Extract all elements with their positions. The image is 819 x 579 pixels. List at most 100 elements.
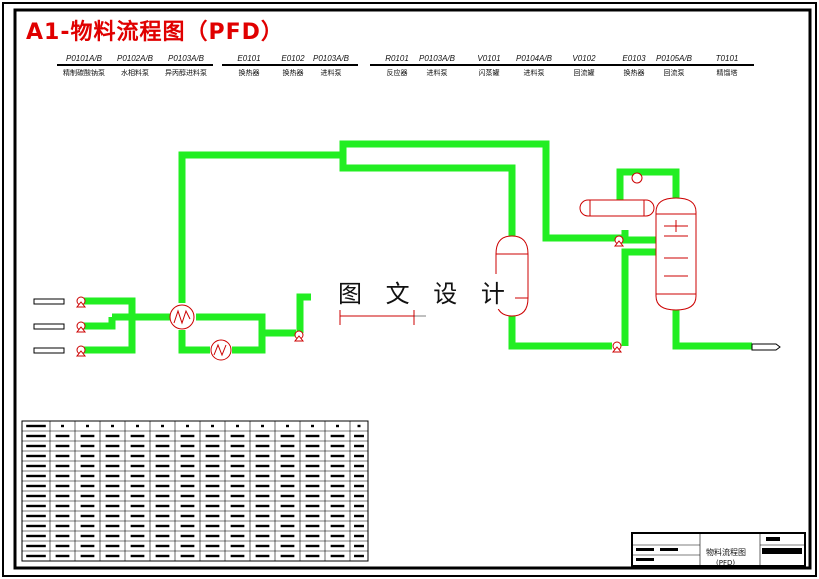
equipment-tag: E0103	[622, 54, 646, 63]
table-cell-mark	[280, 544, 295, 548]
table-cell-mark	[105, 534, 120, 538]
table-cell-mark	[180, 444, 195, 448]
table-cell-mark	[230, 504, 245, 508]
equipment-underline	[647, 64, 701, 66]
table-cell-mark	[354, 524, 364, 528]
title-block-sub: (PFD)	[716, 559, 736, 567]
table-cell-mark	[105, 554, 120, 558]
table-cell-mark	[330, 534, 345, 538]
table-cell-mark	[255, 494, 270, 498]
table-cell-mark	[80, 454, 95, 458]
table-cell-mark	[26, 514, 46, 518]
table-cell-mark	[180, 554, 195, 558]
equipment-name: 异丙醇进料泵	[165, 69, 207, 77]
table-cell-mark	[286, 424, 289, 428]
table-cell-mark	[61, 424, 64, 428]
table-cell-mark	[261, 424, 264, 428]
table-cell-mark	[105, 444, 120, 448]
table-cell-mark	[180, 494, 195, 498]
table-cell-mark	[305, 474, 320, 478]
table-cell-mark	[205, 494, 220, 498]
table-cell-mark	[205, 514, 220, 518]
table-cell-mark	[136, 424, 139, 428]
table-cell-mark	[155, 494, 170, 498]
table-cell-mark	[305, 514, 320, 518]
equipment-underline	[266, 64, 320, 66]
table-cell-mark	[230, 474, 245, 478]
table-cell-mark	[305, 534, 320, 538]
table-cell-mark	[130, 454, 145, 458]
table-cell-mark	[354, 464, 364, 468]
table-cell-mark	[205, 454, 220, 458]
equipment-tag: T0101	[715, 54, 739, 63]
equipment-tag: V0102	[572, 54, 596, 63]
table-cell-mark	[55, 494, 70, 498]
table-cell-mark	[26, 464, 46, 468]
equipment-tag: E0101	[237, 54, 261, 63]
pump-p0104	[611, 341, 623, 353]
equipment-underline	[304, 64, 358, 66]
table-cell-mark	[280, 524, 295, 528]
equipment-underline	[700, 64, 754, 66]
table-cell-mark	[280, 474, 295, 478]
table-cell-mark	[354, 534, 364, 538]
process-pipes	[80, 140, 752, 354]
drawing-title: A1-物料流程图（PFD）	[26, 20, 284, 45]
table-cell-mark	[155, 454, 170, 458]
table-cell-mark	[105, 434, 120, 438]
table-cell-mark	[80, 534, 95, 538]
table-cell-mark	[80, 484, 95, 488]
table-cell-mark	[280, 484, 295, 488]
table-cell-mark	[130, 494, 145, 498]
table-cell-mark	[130, 444, 145, 448]
table-cell-mark	[305, 544, 320, 548]
table-cell-mark	[330, 484, 345, 488]
equipment-tag: P0102A/B	[116, 54, 154, 63]
equipment-name: 精制碳酸钠泵	[63, 69, 105, 77]
table-cell-mark	[205, 544, 220, 548]
title-block	[631, 532, 806, 567]
table-cell-mark	[330, 554, 345, 558]
table-cell-mark	[55, 504, 70, 508]
table-cell-mark	[354, 484, 364, 488]
table-cell-mark	[330, 454, 345, 458]
feed-arrows	[33, 298, 781, 354]
table-cell-mark	[180, 504, 195, 508]
table-cell-mark	[354, 544, 364, 548]
table-cell-mark	[230, 454, 245, 458]
table-cell-mark	[26, 554, 46, 558]
table-cell-mark	[230, 514, 245, 518]
table-cell-mark	[205, 554, 220, 558]
table-cell-mark	[180, 524, 195, 528]
table-cell-mark	[180, 514, 195, 518]
watermark-text: 图 文 设 计	[336, 274, 515, 309]
table-cell-mark	[255, 474, 270, 478]
table-cell-mark	[26, 454, 46, 458]
table-cell-mark	[354, 494, 364, 498]
table-cell-mark	[105, 494, 120, 498]
table-cell-mark	[180, 534, 195, 538]
equipment-name: 换热器	[282, 69, 304, 77]
table-cell-mark	[211, 424, 214, 428]
table-cell-mark	[111, 424, 114, 428]
table-cell-mark	[330, 474, 345, 478]
table-cell-mark	[205, 484, 220, 488]
table-cell-mark	[55, 444, 70, 448]
table-cell-mark	[55, 554, 70, 558]
table-cell-mark	[354, 504, 364, 508]
table-cell-mark	[155, 524, 170, 528]
table-cell-mark	[155, 544, 170, 548]
table-cell-mark	[105, 464, 120, 468]
equipment-underline	[222, 64, 276, 66]
table-cell-mark	[230, 534, 245, 538]
table-cell-mark	[26, 504, 46, 508]
table-cell-mark	[305, 524, 320, 528]
table-cell-mark	[230, 434, 245, 438]
table-cell-mark	[26, 434, 46, 438]
